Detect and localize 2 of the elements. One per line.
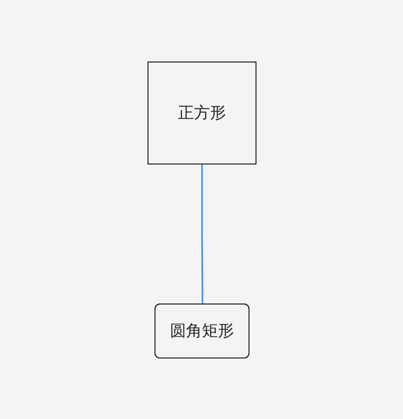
node-box: 正方形	[147, 61, 256, 164]
connector	[200, 164, 203, 304]
